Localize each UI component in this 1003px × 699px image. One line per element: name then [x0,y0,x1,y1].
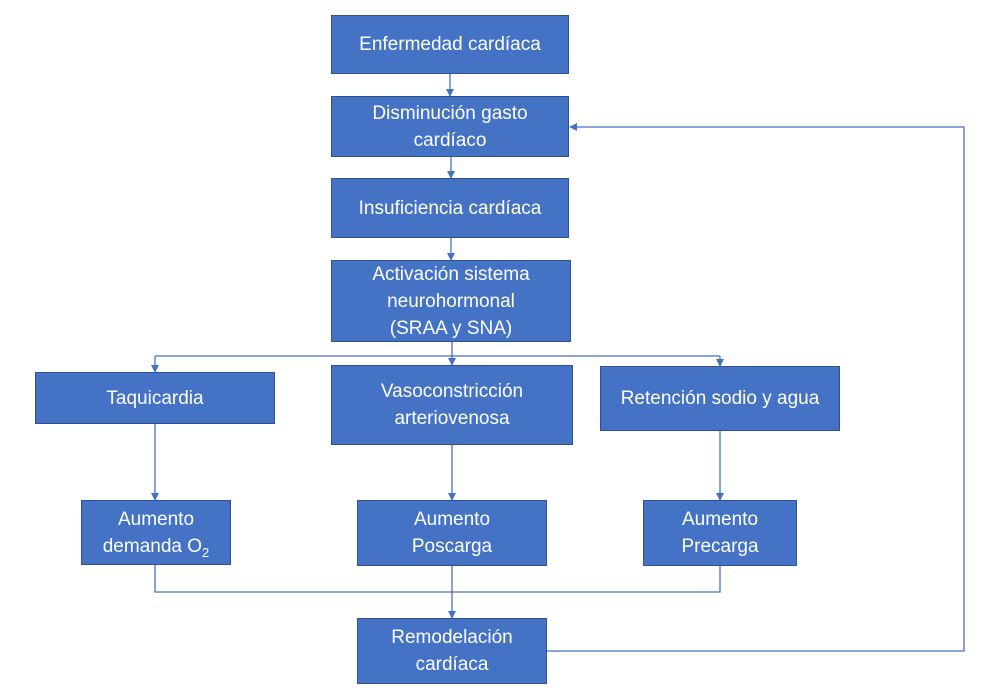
node-text-line: arteriovenosa [394,408,510,429]
node-remodelacion-cardiaca: Remodelación cardíaca [357,618,547,684]
node-aumento-precarga: Aumento Precarga [643,500,797,566]
node-text-line: Enfermedad cardíaca [359,34,541,55]
node-text-line: Aumento [413,509,491,530]
node-vasoconstriccion-arteriovenosa: Vasoconstricción arteriovenosa [331,365,573,445]
node-text-line: Retención sodio y agua [620,388,820,409]
node-taquicardia: Taquicardia [35,372,275,424]
node-text-line: Poscarga [411,536,493,557]
node-aumento-poscarga: Aumento Poscarga [357,500,547,566]
node-text-line: cardíaca [415,654,489,675]
node-text-line: Remodelación [391,627,513,648]
node-text-line: (SRAA y SNA) [389,317,513,339]
node-retencion-sodio-agua: Retención sodio y agua [600,366,840,431]
node-aumento-demanda-o2: Aumento demanda O2 [81,500,231,565]
node-text-line: neurohormonal [387,290,515,312]
node-text-line: Insuficiencia cardíaca [358,197,542,219]
node-text-line: demanda O2 [103,533,210,560]
node-text-line: Disminución gasto [372,102,528,124]
node-disminucion-gasto-cardiaco: Disminución gasto cardíaco [331,96,569,157]
node-text-line: Precarga [681,536,759,557]
node-text-main: demanda O [102,535,203,557]
node-text-line: cardíaco [413,129,487,151]
node-text-line: Aumento [681,509,759,530]
feedback-loop-arrow [547,123,965,652]
node-text-line: Taquicardia [106,387,204,409]
subscript-2: 2 [202,544,210,560]
merge-line-bottom [154,565,721,593]
node-insuficiencia-cardiaca: Insuficiencia cardíaca [331,178,569,238]
node-enfermedad-cardiaca: Enfermedad cardíaca [331,15,569,74]
node-text-line: Activación sistema [372,263,530,285]
node-activacion-sistema-neurohormonal: Activación sistema neurohormonal (SRAA y… [331,260,571,342]
node-text-line: Aumento [117,508,195,530]
node-text-line: Vasoconstricción [380,381,524,402]
